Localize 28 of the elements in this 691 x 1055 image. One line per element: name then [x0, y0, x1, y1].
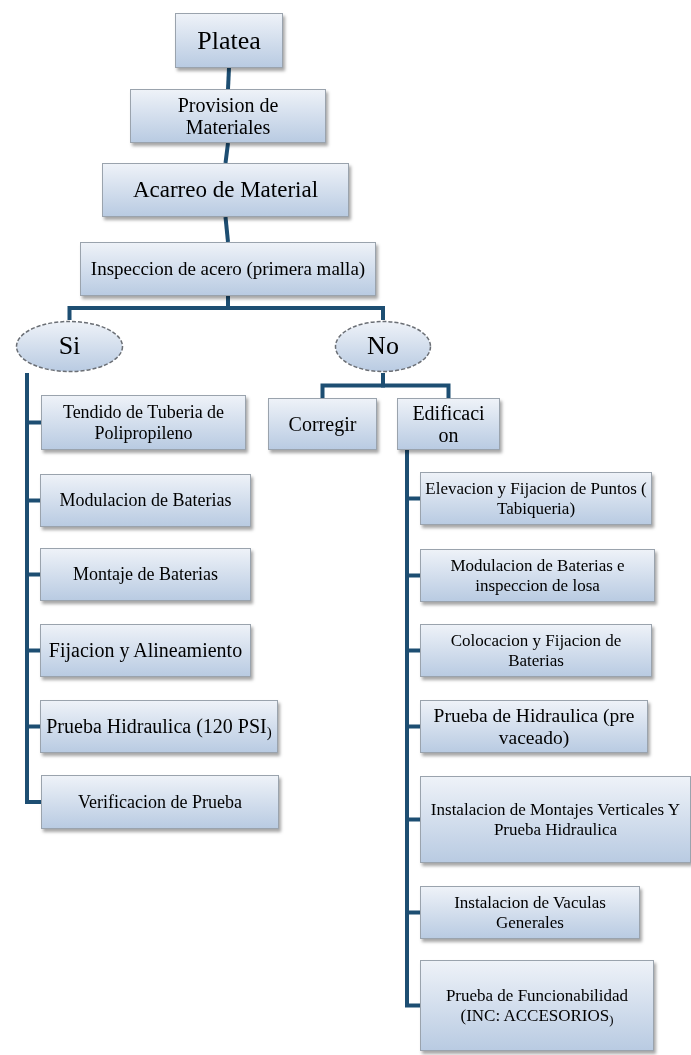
connector-line	[25, 373, 41, 804]
process-box: Edificaci on	[397, 398, 500, 450]
process-box: Elevacion y Fijacion de Puntos ( Tabiqueria)	[420, 472, 652, 525]
process-box: Corregir	[268, 398, 377, 450]
process-box: Platea	[175, 13, 283, 68]
process-box: Tendido de Tuberia de Polipropileno	[41, 395, 246, 450]
connector-line	[381, 373, 451, 398]
connector-line	[405, 450, 420, 1008]
process-box: Fijacion y Alineamiento	[40, 624, 251, 677]
decision-ellipse: No	[334, 320, 432, 373]
process-box: Montaje de Baterias	[40, 548, 251, 601]
process-box: Instalacion de Vaculas Generales	[420, 886, 640, 939]
process-box: Verificacion de Prueba	[41, 775, 279, 829]
process-box: Modulacion de Baterias	[40, 474, 251, 527]
process-box: Prueba Hidraulica (120 PSI$_{)}$	[40, 700, 278, 753]
decision-ellipse: Si	[15, 320, 124, 373]
process-box: Prueba de Hidraulica (pre vaceado)	[420, 700, 648, 753]
process-box: Prueba de Funcionabilidad (INC: ACCESORIOS$_{)}$	[420, 960, 654, 1051]
connector-line	[223, 216, 230, 243]
process-box: Instalacion de Montajes Verticales Y Prueba Hidraulica	[420, 776, 691, 863]
process-box: Provision de Materiales	[130, 89, 326, 143]
connector-line	[226, 67, 231, 90]
process-box: Modulacion de Baterias e inspeccion de losa	[420, 549, 655, 602]
connector-line	[226, 296, 385, 320]
process-box: Inspeccion de acero (primera malla)	[80, 242, 376, 296]
process-box: Colocacion y Fijacion de Baterias	[420, 624, 652, 677]
process-box: Acarreo de Material	[102, 163, 349, 217]
connector-line	[223, 142, 230, 164]
